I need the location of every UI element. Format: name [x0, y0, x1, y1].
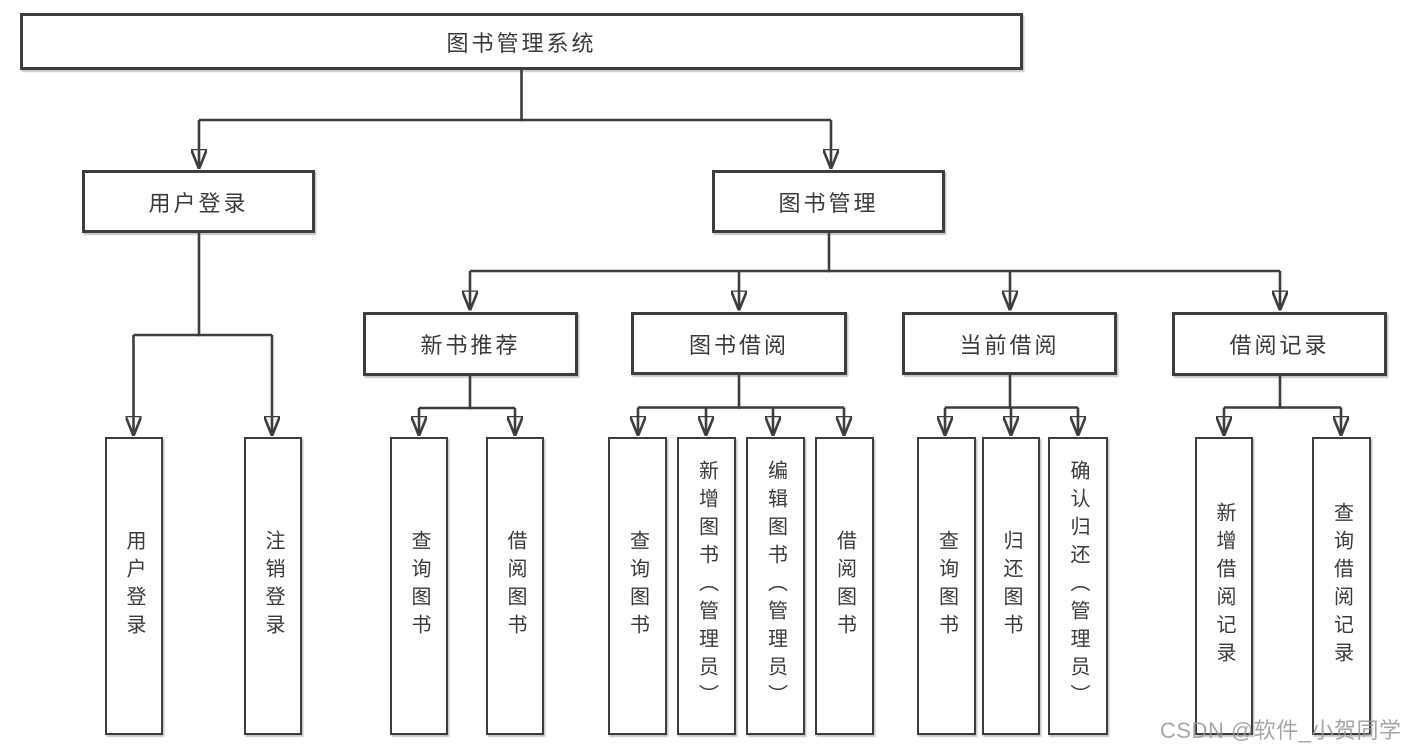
node-label: 当前借阅: [959, 332, 1060, 358]
node-label: 确认归还（管理员）: [1067, 460, 1089, 712]
node-label: 图书管理: [778, 190, 879, 216]
node-label: 借阅图书: [504, 530, 526, 642]
node-book-borrowing: 图书借阅: [631, 312, 847, 375]
leaf-borrow-borrow-books: 借阅图书: [815, 437, 874, 735]
node-label: 用户登录: [123, 530, 145, 642]
node-label: 图书管理系统: [446, 30, 597, 56]
node-label: 编辑图书（管理员）: [764, 460, 787, 712]
leaf-borrow-edit-books-admin: 编辑图书（管理员）: [746, 437, 805, 735]
node-user-login: 用户登录: [82, 170, 315, 233]
leaf-new-book-query-books: 查询图书: [390, 437, 448, 735]
node-label: 归还图书: [1000, 530, 1022, 642]
node-label: 借阅记录: [1229, 333, 1330, 358]
node-label: 查询图书: [626, 530, 649, 642]
leaf-new-book-borrow-books: 借阅图书: [486, 437, 544, 735]
node-book-management: 图书管理: [712, 170, 945, 233]
node-library-management-system: 图书管理系统: [20, 13, 1023, 70]
leaf-record-add-borrow-record: 新增借阅记录: [1195, 437, 1253, 735]
node-label: 新书推荐: [420, 333, 521, 358]
node-label: 新增图书（管理员）: [695, 460, 718, 712]
node-borrowing-records: 借阅记录: [1172, 312, 1387, 376]
node-label: 图书借阅: [688, 332, 789, 358]
leaf-current-confirm-return-admin: 确认归还（管理员）: [1048, 437, 1108, 735]
node-label: 查询图书: [935, 530, 958, 642]
leaf-borrow-query-books: 查询图书: [608, 437, 667, 735]
node-current-borrowing: 当前借阅: [902, 312, 1117, 375]
node-label: 借阅图书: [833, 530, 856, 642]
node-new-book-recommendation: 新书推荐: [363, 312, 578, 376]
csdn-watermark: CSDN @软件_小贺同学: [1160, 718, 1402, 743]
leaf-current-query-books: 查询图书: [917, 437, 976, 735]
node-label: 用户登录: [148, 190, 249, 216]
node-label: 查询借阅记录: [1330, 502, 1353, 670]
node-label: 新增借阅记录: [1213, 502, 1235, 670]
leaf-record-query-borrow-record: 查询借阅记录: [1312, 437, 1371, 735]
leaf-logout: 注销登录: [244, 437, 302, 735]
node-label: 注销登录: [262, 530, 284, 642]
node-label: 查询图书: [408, 530, 430, 642]
leaf-current-return-books: 归还图书: [982, 437, 1040, 735]
leaf-borrow-add-books-admin: 新增图书（管理员）: [677, 437, 736, 735]
leaf-user-login: 用户登录: [105, 437, 163, 735]
